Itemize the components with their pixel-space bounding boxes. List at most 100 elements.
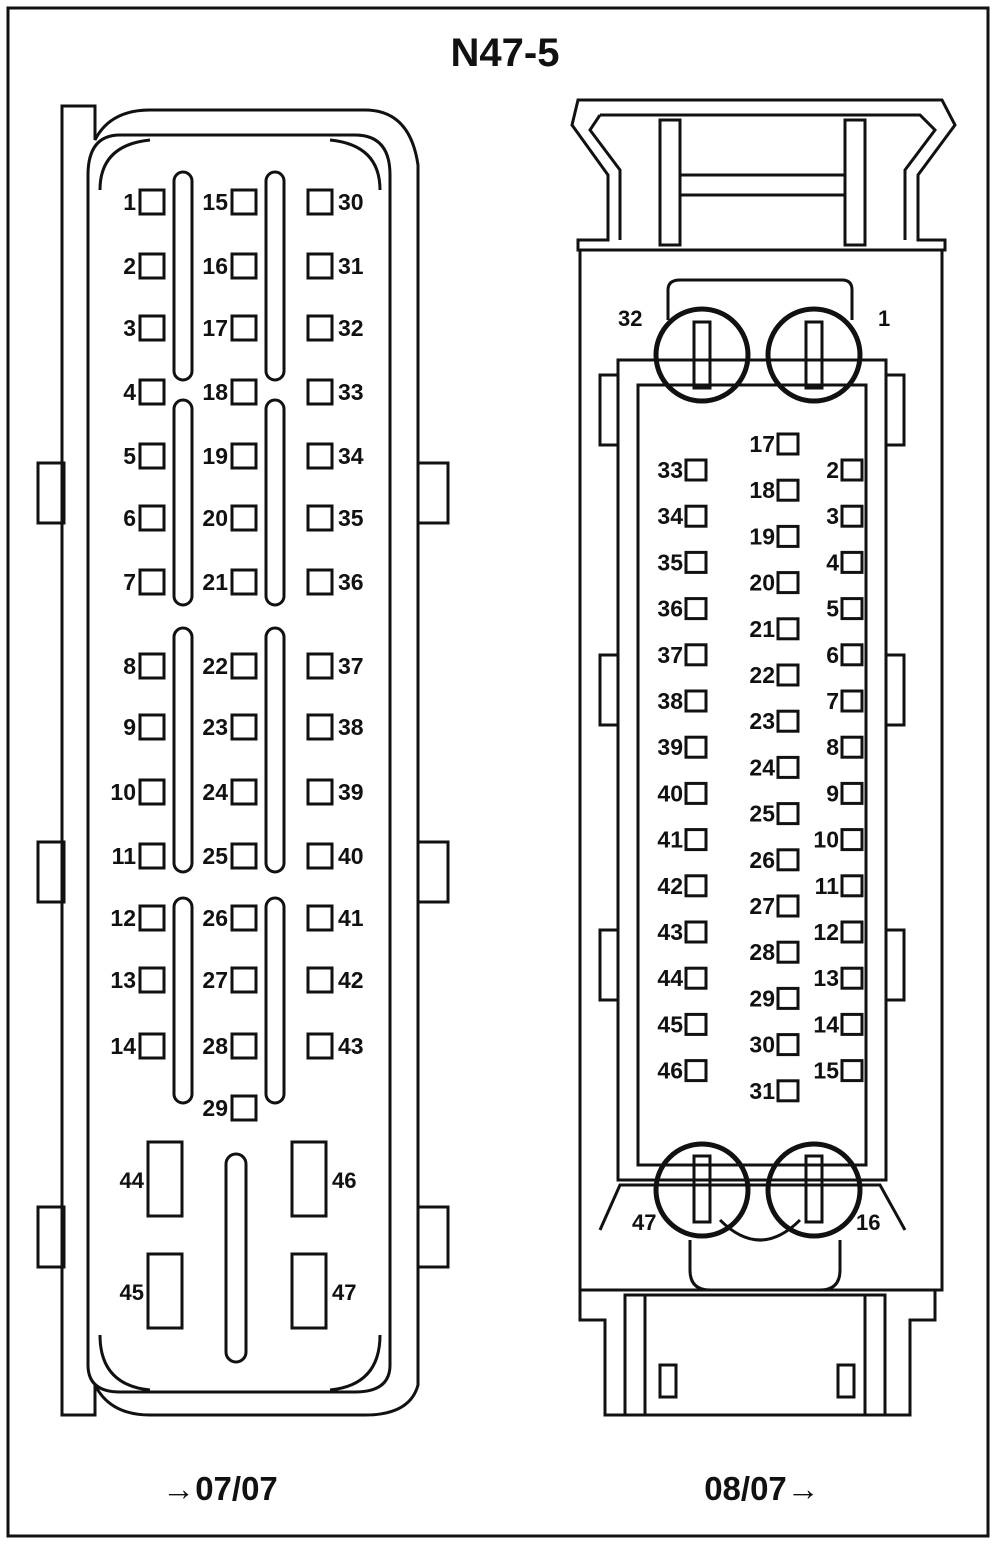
left-pin: 30 xyxy=(306,188,364,216)
right-pin-label: 18 xyxy=(749,477,775,503)
right-pin: 15 xyxy=(813,1058,864,1084)
right-pin-label: 2 xyxy=(826,457,839,483)
right-pin-socket xyxy=(840,504,864,528)
right-pin-socket xyxy=(684,643,708,667)
left-pin-socket xyxy=(306,1032,334,1060)
left-pin: 24 xyxy=(202,778,258,806)
right-pin-label: 9 xyxy=(826,780,839,806)
left-pin-socket xyxy=(138,778,166,806)
left-pin-label: 1 xyxy=(123,189,136,215)
right-pin: 5 xyxy=(826,596,864,622)
left-pin: 20 xyxy=(202,504,258,532)
left-pin-label: 5 xyxy=(123,443,136,469)
left-pin-socket xyxy=(230,904,258,932)
left-pin-socket xyxy=(230,504,258,532)
left-pin-socket xyxy=(230,713,258,741)
right-pin-socket xyxy=(684,458,708,482)
right-pin: 36 xyxy=(657,596,708,622)
left-large-pin: 46 xyxy=(290,1140,356,1218)
right-pin: 27 xyxy=(749,893,800,919)
left-pin-label: 41 xyxy=(338,905,364,931)
right-pin: 43 xyxy=(657,919,708,945)
left-pin: 3 xyxy=(123,314,166,342)
right-pin: 29 xyxy=(749,985,800,1011)
right-pin-label: 25 xyxy=(749,801,775,827)
left-pin: 29 xyxy=(202,1094,258,1122)
right-pin: 22 xyxy=(749,662,800,688)
right-pin-label: 44 xyxy=(657,965,683,991)
right-pin-label: 43 xyxy=(657,919,683,945)
left-pin-label: 22 xyxy=(202,653,228,679)
left-pin-socket xyxy=(230,568,258,596)
left-pin: 8 xyxy=(123,652,166,680)
left-pin-socket xyxy=(138,442,166,470)
right-pin-socket xyxy=(840,735,864,759)
left-pin: 25 xyxy=(202,842,258,870)
left-pin-label: 4 xyxy=(123,379,136,405)
right-pin-socket xyxy=(840,966,864,990)
left-connector-rib xyxy=(264,626,286,874)
left-pin-label: 37 xyxy=(338,653,364,679)
right-pin-label: 33 xyxy=(657,457,683,483)
left-pin: 11 xyxy=(112,842,166,870)
left-pin: 27 xyxy=(202,966,258,994)
right-pin: 38 xyxy=(657,688,708,714)
right-pin: 39 xyxy=(657,734,708,760)
right-pin-socket xyxy=(776,986,800,1010)
left-pin-label: 43 xyxy=(338,1033,364,1059)
left-pin-socket xyxy=(230,778,258,806)
left-pin-label: 32 xyxy=(338,315,364,341)
right-pin-label: 38 xyxy=(657,688,683,714)
left-pin-label: 25 xyxy=(202,843,228,869)
left-large-pin-socket xyxy=(146,1140,184,1218)
left-pin-label: 13 xyxy=(110,967,136,993)
right-pin-label: 13 xyxy=(813,965,839,991)
right-pin-label: 7 xyxy=(826,688,839,714)
right-pin-socket xyxy=(840,828,864,852)
right-pin-label: 30 xyxy=(749,1032,775,1058)
right-pin-socket xyxy=(776,755,800,779)
right-pin: 3 xyxy=(826,503,864,529)
left-pin: 21 xyxy=(202,568,258,596)
right-pin-socket xyxy=(776,894,800,918)
right-pin-label: 42 xyxy=(657,873,683,899)
left-pin: 5 xyxy=(123,442,166,470)
right-pin-socket xyxy=(776,1079,800,1103)
right-corner-pin-bottom-left: 47 xyxy=(632,1210,656,1235)
right-pin-socket xyxy=(684,966,708,990)
right-pin-label: 5 xyxy=(826,596,839,622)
right-pin-label: 19 xyxy=(749,523,775,549)
right-pin: 41 xyxy=(657,827,708,853)
left-connector-body xyxy=(36,104,450,1417)
right-pin-label: 28 xyxy=(749,939,775,965)
left-connector-rib xyxy=(172,626,194,874)
right-pin: 26 xyxy=(749,847,800,873)
left-pin-socket xyxy=(138,966,166,994)
left-pin: 16 xyxy=(202,252,258,280)
left-pin-label: 19 xyxy=(202,443,228,469)
right-pin: 28 xyxy=(749,939,800,965)
left-pin-label: 24 xyxy=(202,779,228,805)
left-pin-socket xyxy=(230,1094,258,1122)
left-pin: 36 xyxy=(306,568,364,596)
right-pin: 6 xyxy=(826,642,864,668)
right-pin-label: 40 xyxy=(657,780,683,806)
left-pin: 9 xyxy=(123,713,166,741)
right-pin: 17 xyxy=(749,431,800,457)
left-pin-socket xyxy=(138,652,166,680)
right-pin-label: 12 xyxy=(813,919,839,945)
right-pin-socket xyxy=(776,1033,800,1057)
left-pin: 23 xyxy=(202,713,258,741)
left-pin-socket xyxy=(138,378,166,406)
left-connector-rib xyxy=(172,896,194,1105)
right-pin-socket xyxy=(840,597,864,621)
left-pin-socket xyxy=(306,568,334,596)
right-pin-socket xyxy=(840,920,864,944)
left-pin-socket xyxy=(306,188,334,216)
right-pin-socket xyxy=(840,781,864,805)
left-large-pin: 44 xyxy=(120,1140,184,1218)
right-pin: 8 xyxy=(826,734,864,760)
left-pin-label: 10 xyxy=(110,779,136,805)
left-pin-socket xyxy=(230,314,258,342)
left-pin-label: 6 xyxy=(123,505,136,531)
